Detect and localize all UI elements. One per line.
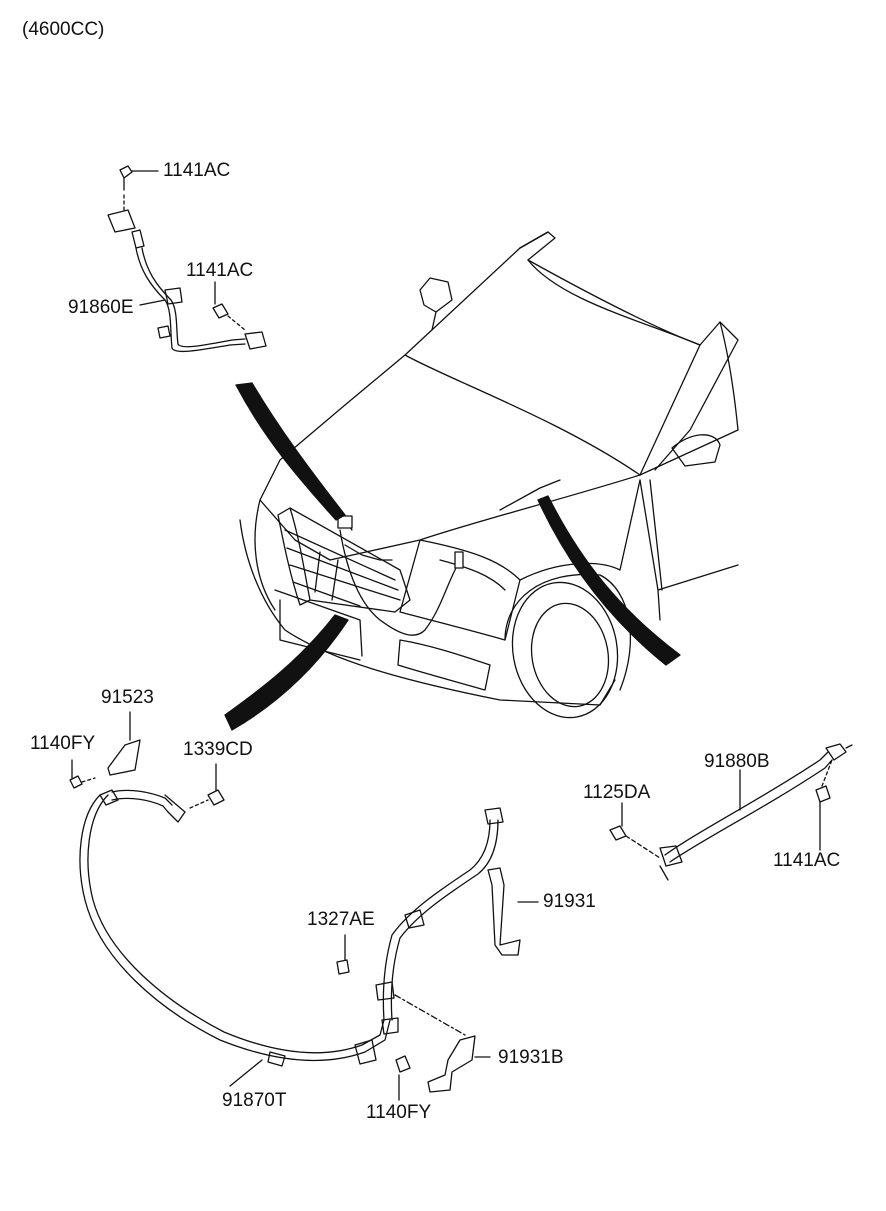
callout-91870t: 91870T xyxy=(222,1090,287,1111)
callout-91931: 91931 xyxy=(543,891,596,912)
callout-1141ac-right: 1141AC xyxy=(773,850,841,871)
cable-91880b xyxy=(609,743,853,881)
engine-caption: (4600CC) xyxy=(22,19,105,40)
callout-1339cd: 1339CD xyxy=(183,739,253,760)
harness-91870t xyxy=(69,711,539,1101)
callout-91931b: 91931B xyxy=(498,1047,564,1068)
callout-91523: 91523 xyxy=(101,687,154,708)
car-illustration xyxy=(239,231,739,719)
callout-1327ae: 1327AE xyxy=(307,909,375,930)
battery-cable-91860e xyxy=(107,165,267,353)
callout-91880b: 91880B xyxy=(704,751,770,772)
callout-1125da: 1125DA xyxy=(583,782,651,803)
callout-1140fy-left: 1140FY xyxy=(30,733,96,754)
leader-swooshes xyxy=(224,382,681,731)
callout-1141ac-mid: 1141AC xyxy=(186,260,254,281)
callout-91860e: 91860E xyxy=(68,297,134,318)
callout-1140fy-bottom: 1140FY xyxy=(366,1102,432,1123)
callout-1141ac-top: 1141AC xyxy=(163,160,231,181)
